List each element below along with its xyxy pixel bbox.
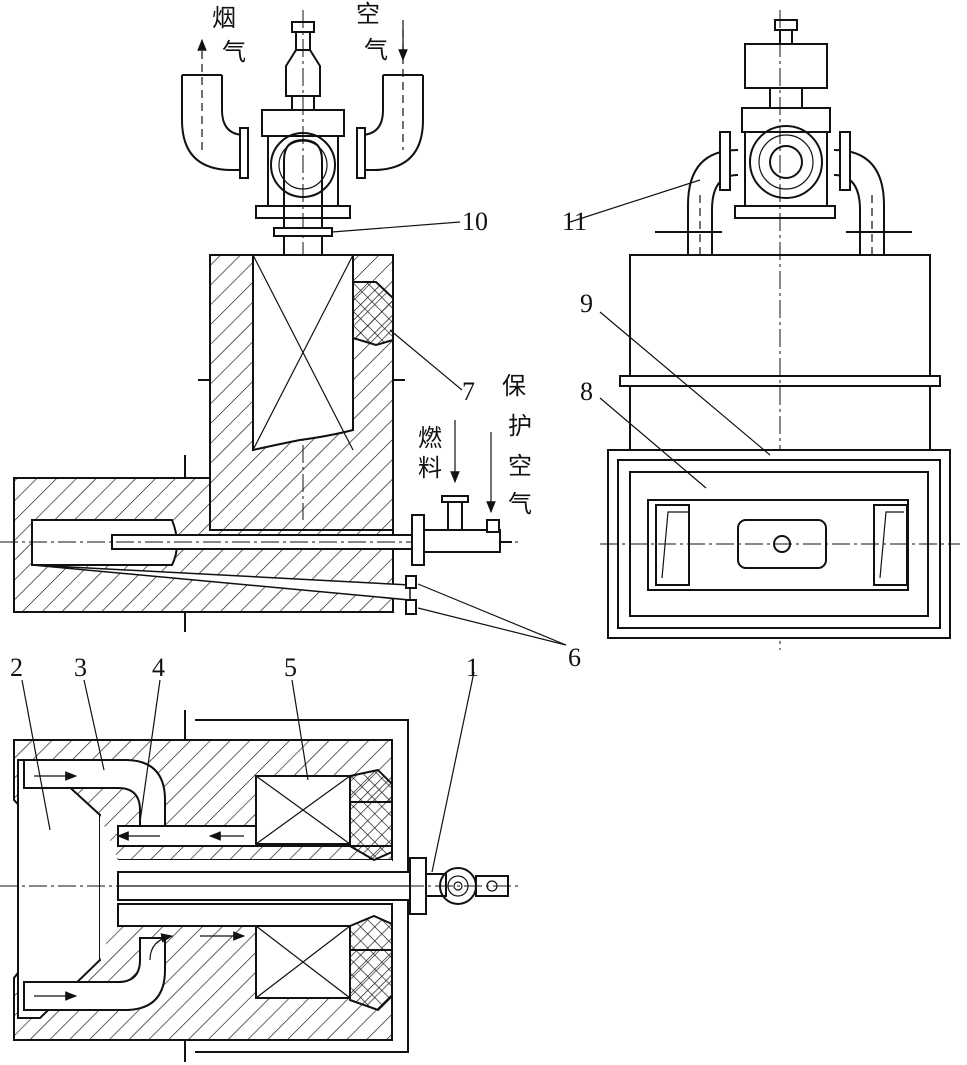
callout-9: 9 [580, 289, 593, 318]
protect-air-char-3: 空 [508, 452, 532, 480]
callout-11: 11 [562, 207, 587, 236]
protect-air-char-4: 气 [508, 490, 532, 518]
flue-gas-label: 烟 气 [212, 4, 246, 66]
protect-air-char-1: 保 [502, 372, 526, 400]
flue-gas-char-2: 气 [222, 38, 246, 66]
callout-10: 10 [462, 207, 488, 236]
callout-8: 8 [580, 377, 593, 406]
callout-6: 6 [568, 643, 581, 672]
callout-numbers: 1 2 3 4 5 6 7 8 9 10 11 [10, 207, 593, 682]
callout-4: 4 [152, 653, 165, 682]
callout-7: 7 [462, 377, 475, 406]
callout-1: 1 [466, 653, 479, 682]
side-view [600, 10, 960, 650]
protect-air-label: 保 护 空 气 [502, 372, 532, 518]
flue-gas-char-1: 烟 [212, 4, 236, 32]
fuel-char-2: 料 [418, 454, 442, 482]
front-view [0, 10, 520, 632]
air-label: 空 气 [356, 0, 388, 64]
callout-2: 2 [10, 653, 23, 682]
callout-3: 3 [74, 653, 87, 682]
protect-air-char-2: 护 [508, 412, 532, 440]
fuel-char-1: 燃 [418, 424, 442, 452]
bottom-section [0, 710, 520, 1062]
fuel-label: 燃 料 [418, 424, 442, 482]
air-char-1: 空 [356, 0, 380, 28]
callout-5: 5 [284, 653, 297, 682]
air-char-2: 气 [364, 36, 388, 64]
leader-lines [21, 179, 771, 873]
